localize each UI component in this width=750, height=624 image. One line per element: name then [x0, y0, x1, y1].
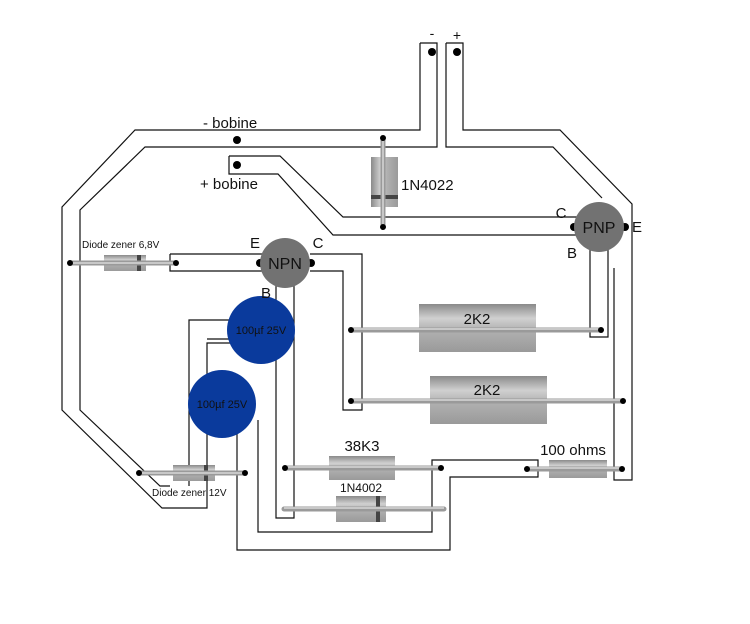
capacitor-1-label: 100µf 25V [236, 325, 287, 337]
terminal-minus-pad[interactable] [428, 48, 436, 56]
coil-minus-label: - bobine [203, 115, 257, 132]
resistor-100-ohms[interactable]: 100 ohms [524, 442, 625, 478]
trace-cap2-down [236, 420, 539, 551]
resistor-2k2-lower[interactable]: 2K2 [348, 376, 626, 424]
capacitor-1[interactable]: 100µf 25V [227, 296, 295, 364]
coil-plus-pad[interactable] [233, 161, 241, 169]
npn-label: NPN [268, 256, 302, 273]
pnp-label: PNP [583, 220, 616, 237]
capacitor-2-label: 100µf 25V [197, 399, 248, 411]
resistor-2k2-upper[interactable]: 2K2 [348, 304, 604, 352]
trace-cap1 [188, 319, 230, 486]
resistor-38k3[interactable]: 38K3 [282, 438, 444, 480]
resistor-2k2-lower-label: 2K2 [474, 382, 501, 399]
npn-collector-label: C [313, 235, 324, 252]
pnp-collector-label: C [556, 205, 567, 222]
npn-base-label: B [261, 285, 271, 302]
npn-emitter-label: E [250, 235, 260, 252]
trace-pnp-b [589, 250, 609, 338]
trace-plus [446, 42, 633, 481]
terminal-plus-pad[interactable] [453, 48, 461, 56]
trace-plus-inner [445, 43, 603, 199]
trace-npn-c [310, 253, 363, 411]
zener-diode-12v[interactable]: Diode zener 12V [136, 465, 248, 499]
coil-plus-label: + bobine [200, 176, 258, 193]
pnp-base-label: B [567, 245, 577, 262]
diode-1n4022[interactable]: 1N4022 [371, 135, 454, 230]
coil-minus-pad[interactable] [233, 136, 241, 144]
zener-diode-6v8[interactable]: Diode zener 6,8V [67, 240, 179, 271]
trace-coil-plus [228, 156, 580, 236]
terminal-plus-label: + [453, 27, 461, 43]
trace-npn-b [275, 286, 295, 519]
resistor-2k2-upper-label: 2K2 [464, 311, 491, 328]
pnp-emitter-label: E [632, 219, 642, 236]
zener-6v8-label: Diode zener 6,8V [82, 240, 160, 251]
terminal-minus-label: - [430, 25, 435, 41]
trace-coil-plus-top [229, 155, 580, 218]
resistor-100-label: 100 ohms [540, 442, 606, 459]
diode-1n4002[interactable]: 1N4002 [281, 481, 447, 522]
diode-1n4002-label: 1N4002 [340, 481, 382, 495]
trace-npn-e [169, 254, 262, 272]
resistor-38k3-label: 38K3 [344, 438, 379, 455]
terminals: - + - bobine + bobine [200, 25, 461, 193]
transistor-pnp[interactable]: PNP C E B [556, 202, 642, 262]
capacitor-2[interactable]: 100µf 25V [188, 370, 256, 438]
transistor-npn[interactable]: NPN E C B [250, 235, 324, 302]
zener-12v-label: Diode zener 12V [152, 488, 227, 499]
diode-1n4022-label: 1N4022 [401, 177, 454, 194]
